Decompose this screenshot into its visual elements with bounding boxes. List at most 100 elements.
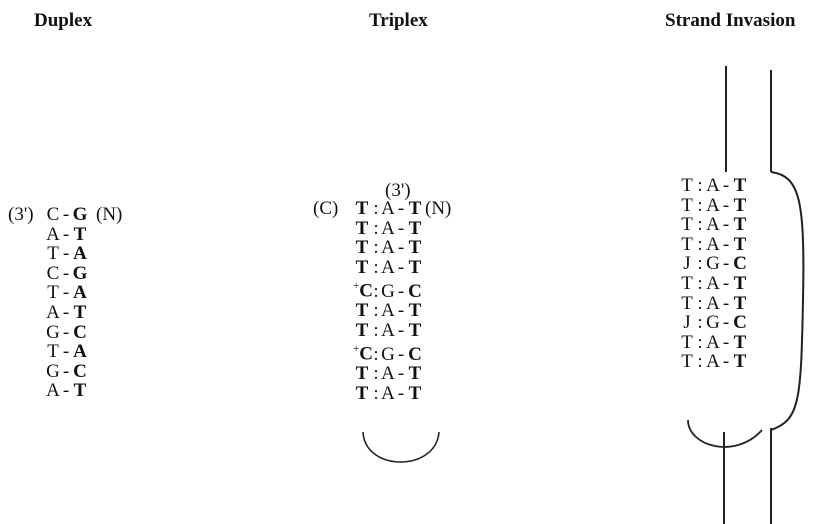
hoogsteen-bond: :: [697, 351, 703, 373]
bond-dash: -: [722, 253, 730, 275]
duplex-row: C-G: [8, 264, 122, 284]
base-left: A: [46, 223, 60, 245]
base-right: A: [73, 243, 87, 265]
invasion-row: J:G-C: [680, 313, 748, 333]
invasion-row: T:A-T: [680, 274, 748, 294]
bond-dash: -: [722, 331, 730, 353]
base-right: T: [408, 300, 422, 322]
base-middle: A: [706, 194, 720, 216]
bond-dash: -: [397, 343, 405, 365]
bond-dash: -: [397, 280, 405, 302]
base-left: T: [47, 282, 59, 304]
base-pna: T: [681, 272, 693, 294]
base-middle: A: [706, 233, 720, 255]
base-hoogsteen: T: [355, 198, 369, 219]
invasion-row: T:A-T: [680, 333, 748, 353]
base-right: T: [733, 194, 747, 216]
bond-dash: -: [62, 380, 70, 402]
bond-dash: -: [62, 360, 70, 382]
base-right: T: [408, 237, 422, 259]
invasion-row: T:A-T: [680, 292, 748, 314]
base-right: T: [408, 383, 422, 404]
base-middle: A: [706, 214, 720, 236]
hoogsteen-bond: :: [697, 175, 703, 196]
hoogsteen-bond: :: [373, 343, 379, 365]
hoogsteen-bond: :: [373, 300, 379, 322]
triplex-row: T:A-T: [313, 258, 451, 278]
triplex-suffix: (N): [425, 198, 452, 219]
base-middle: A: [381, 237, 395, 259]
base-hoogsteen: T: [355, 256, 369, 278]
hoogsteen-bond: :: [373, 383, 379, 404]
hoogsteen-bond: :: [373, 363, 379, 385]
hoogsteen-bond: :: [373, 319, 379, 341]
base-pna: J: [683, 253, 691, 275]
base-hoogsteen: T: [355, 363, 369, 385]
base-hoogsteen: T: [355, 217, 369, 239]
duplex-row: T-A: [8, 342, 122, 362]
base-right: G: [72, 262, 88, 284]
base-right: T: [408, 363, 422, 385]
bond-dash: -: [722, 292, 730, 314]
bond-dash: -: [62, 204, 70, 225]
duplex-prefix: (3'): [8, 204, 34, 225]
triplex-row: T:A-T: [313, 321, 451, 341]
bond-dash: -: [62, 321, 70, 343]
base-middle: A: [706, 175, 720, 196]
base-right: T: [733, 214, 747, 236]
base-left: C: [46, 262, 60, 284]
bond-dash: -: [397, 319, 405, 341]
hoogsteen-bond: :: [373, 237, 379, 259]
hoogsteen-bond: :: [697, 233, 703, 255]
base-right: T: [73, 301, 87, 323]
base-hoogsteen: T: [355, 237, 369, 259]
base-right: T: [73, 380, 87, 402]
hoogsteen-bond: :: [697, 331, 703, 353]
base-left: G: [46, 321, 60, 343]
invasion-row: T:A-T: [680, 235, 748, 255]
base-right: T: [733, 272, 747, 294]
triplex-row: T:A-T: [313, 364, 451, 384]
base-right: T: [408, 256, 422, 278]
bond-dash: -: [397, 300, 405, 322]
bond-dash: -: [397, 363, 405, 385]
base-right: T: [733, 175, 747, 196]
bond-dash: -: [722, 351, 730, 373]
triplex-row: T:A-T: [313, 301, 451, 321]
triplex-prefix: (C): [313, 198, 339, 219]
hoogsteen-bond: :: [373, 256, 379, 278]
base-middle: G: [706, 253, 720, 275]
invasion-row: T:A-T: [680, 194, 748, 216]
base-right: T: [733, 351, 747, 373]
base-right: T: [73, 223, 87, 245]
base-pna: T: [681, 175, 693, 196]
bond-dash: -: [722, 312, 730, 334]
base-hoogsteen: +C: [353, 343, 373, 365]
base-pna: J: [683, 312, 691, 334]
hoogsteen-bond: :: [697, 194, 703, 216]
strand-invasion-title: Strand Invasion: [665, 10, 796, 31]
base-right: T: [408, 198, 422, 219]
duplex-title: Duplex: [34, 10, 93, 31]
invasion-right-bulge: [770, 171, 805, 431]
invasion-bottom-loop: [687, 419, 763, 448]
hoogsteen-bond: :: [697, 292, 703, 314]
bond-dash: -: [62, 301, 70, 323]
base-right: C: [733, 253, 747, 275]
base-middle: A: [706, 331, 720, 353]
base-right: C: [733, 312, 747, 334]
duplex-row: G-C: [8, 362, 122, 382]
bond-dash: -: [397, 237, 405, 259]
base-right: C: [408, 280, 422, 302]
base-middle: A: [381, 319, 395, 341]
base-right: T: [408, 217, 422, 239]
bond-dash: -: [397, 256, 405, 278]
invasion-row: T:A-T: [680, 176, 748, 196]
base-pna: T: [681, 351, 693, 373]
duplex-row: A-T: [8, 223, 122, 245]
base-middle: G: [381, 343, 395, 365]
duplex-row: T-A: [8, 283, 122, 303]
